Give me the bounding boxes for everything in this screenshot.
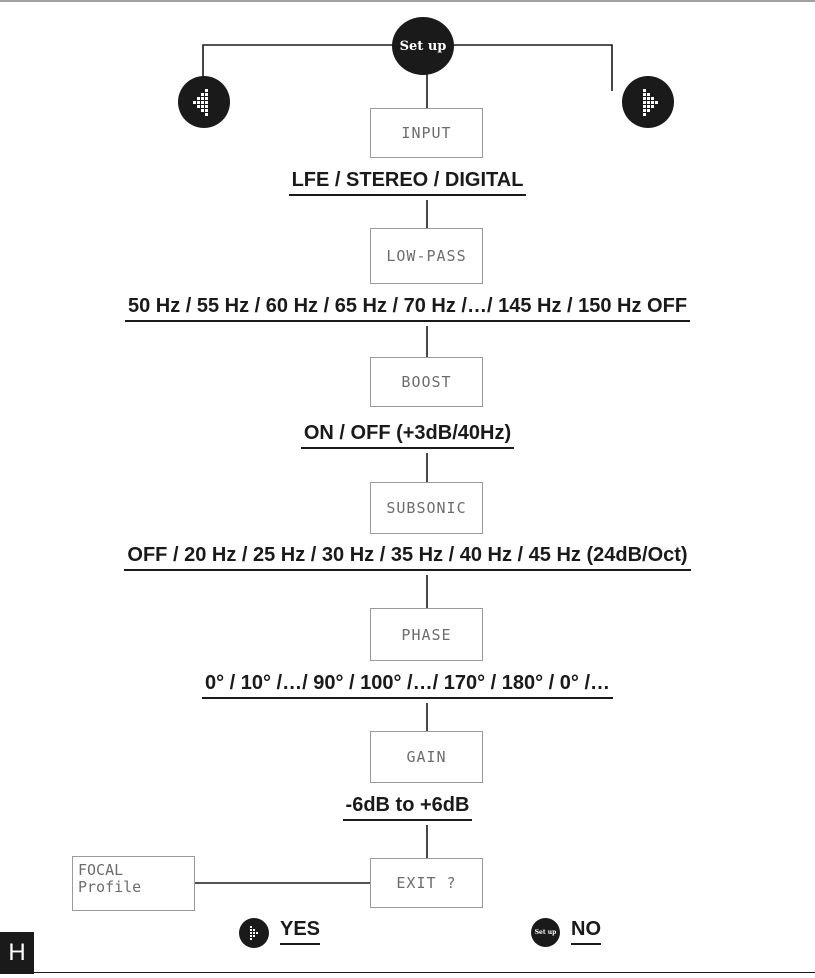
low-pass-display: LOW-PASS: [370, 228, 483, 284]
focal-profile-line2: Profile: [78, 878, 142, 896]
subsonic-options: OFF / 20 Hz / 25 Hz / 30 Hz / 35 Hz / 40…: [0, 544, 815, 571]
boost-display: BOOST: [370, 357, 483, 407]
exit-display-text: EXIT ?: [396, 874, 457, 892]
right-arrow-button[interactable]: [622, 76, 674, 128]
gain-display: GAIN: [370, 731, 483, 783]
left-arrow-button[interactable]: [178, 76, 230, 128]
bottom-rule: [0, 972, 815, 973]
no-setup-label: Set up: [534, 929, 557, 936]
boost-options-text: ON / OFF (+3dB/40Hz): [300, 422, 515, 449]
input-display-text: INPUT: [401, 124, 452, 142]
no-label: NO: [571, 918, 601, 945]
input-options: LFE / STEREO / DIGITAL: [0, 169, 815, 196]
boost-options: ON / OFF (+3dB/40Hz): [0, 422, 815, 449]
page-letter-tab: H: [0, 932, 34, 974]
right-arrow-icon: [250, 926, 258, 940]
subsonic-display-text: SUBSONIC: [386, 499, 467, 517]
low-pass-options: 50 Hz / 55 Hz / 60 Hz / 65 Hz / 70 Hz /……: [0, 295, 815, 322]
focal-profile-display: FOCAL Profile: [72, 856, 195, 911]
input-display: INPUT: [370, 108, 483, 158]
setup-label: Set up: [399, 38, 447, 54]
left-arrow-icon: [193, 89, 208, 116]
input-options-text: LFE / STEREO / DIGITAL: [288, 169, 527, 196]
low-pass-options-text: 50 Hz / 55 Hz / 60 Hz / 65 Hz / 70 Hz /……: [124, 295, 691, 322]
subsonic-options-text: OFF / 20 Hz / 25 Hz / 30 Hz / 35 Hz / 40…: [124, 544, 691, 571]
yes-label: YES: [280, 918, 321, 945]
low-pass-display-text: LOW-PASS: [386, 247, 467, 265]
gain-options-text: -6dB to +6dB: [342, 794, 473, 821]
focal-profile-line1: FOCAL: [78, 861, 124, 879]
yes-arrow-button[interactable]: [239, 918, 269, 948]
page-letter-text: H: [8, 939, 26, 966]
right-arrow-icon: [643, 89, 658, 116]
phase-display-text: PHASE: [401, 625, 452, 644]
phase-options: 0° / 10° /…/ 90° / 100° /…/ 170° / 180° …: [0, 672, 815, 699]
gain-options: -6dB to +6dB: [0, 794, 815, 821]
setup-button[interactable]: Set up: [392, 17, 454, 75]
phase-options-text: 0° / 10° /…/ 90° / 100° /…/ 170° / 180° …: [201, 672, 614, 699]
no-setup-button[interactable]: Set up: [531, 918, 560, 947]
phase-display: PHASE: [370, 608, 483, 661]
exit-display: EXIT ?: [370, 858, 483, 908]
gain-display-text: GAIN: [406, 748, 447, 766]
boost-display-text: BOOST: [401, 373, 452, 391]
subsonic-display: SUBSONIC: [370, 482, 483, 534]
